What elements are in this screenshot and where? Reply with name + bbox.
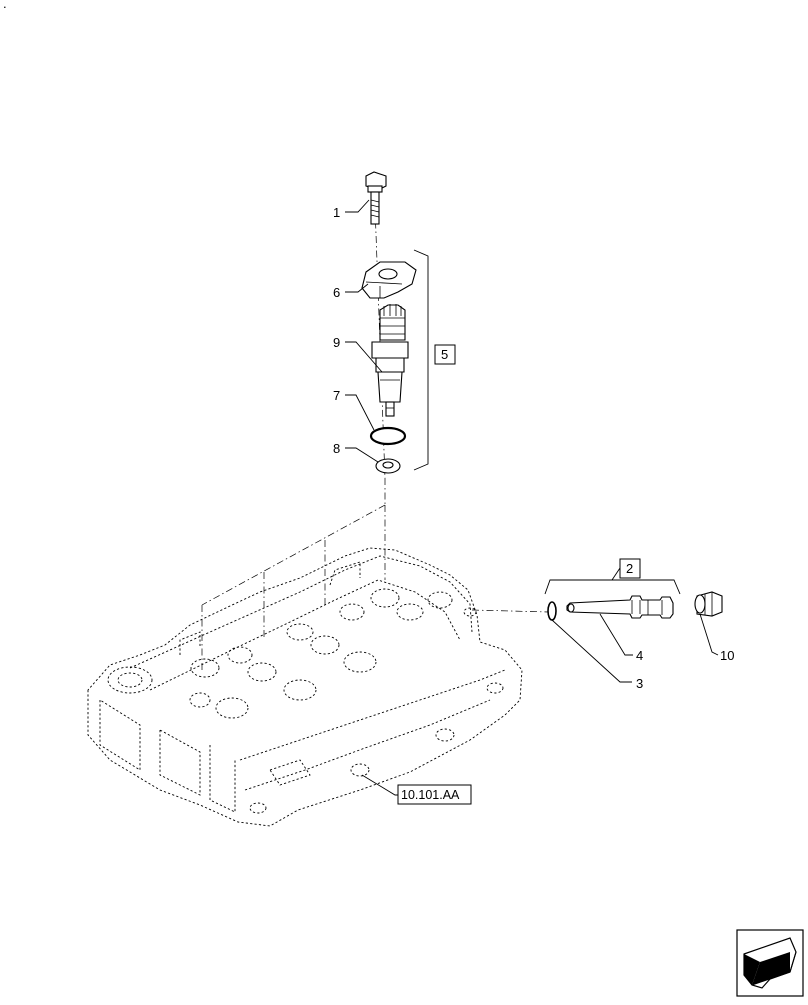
callout-1: 1 [333, 205, 340, 220]
part-washer [375, 458, 401, 474]
callout-2: 2 [626, 561, 633, 576]
reference-label[interactable]: 10.101.AA [401, 788, 460, 802]
bracket-group-2 [544, 579, 681, 595]
corner-mark: . [3, 0, 7, 11]
cylinder-head-drawing [87, 547, 523, 827]
callout-10: 10 [720, 648, 734, 663]
reference-box [397, 784, 472, 805]
part-o-ring-7 [369, 426, 407, 446]
part-injector [371, 304, 409, 417]
bracket-group-5 [413, 249, 429, 471]
callout-3: 3 [636, 676, 643, 691]
part-clamp [361, 261, 417, 299]
part-connector-tube [566, 595, 674, 619]
callout-box-2 [619, 558, 641, 579]
arrow-nav-icon[interactable] [736, 929, 804, 997]
callout-4: 4 [636, 648, 643, 663]
callout-5: 5 [441, 347, 448, 362]
part-bolt [365, 171, 387, 225]
callout-7: 7 [333, 388, 340, 403]
callout-8: 8 [333, 441, 340, 456]
callout-6: 6 [333, 285, 340, 300]
callout-9: 9 [333, 335, 340, 350]
part-nut [694, 591, 723, 617]
callout-box-5 [434, 344, 456, 365]
part-o-ring-3 [547, 601, 557, 621]
